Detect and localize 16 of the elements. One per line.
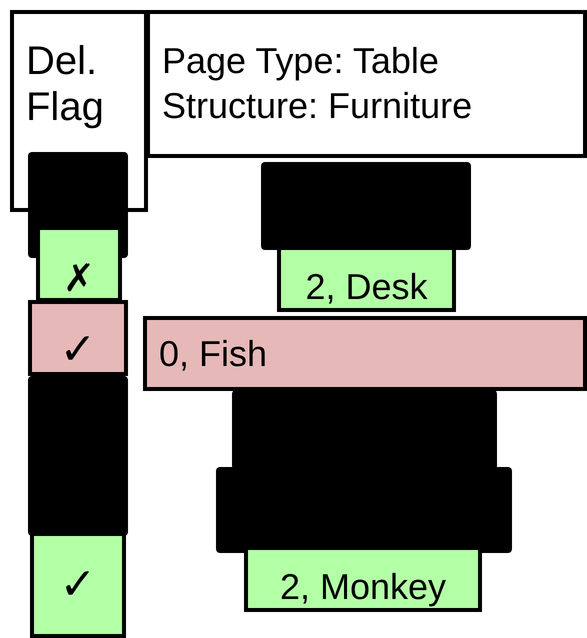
header-box [146,10,587,158]
check-mark: ✓ [60,563,96,607]
record-text: 2, Desk [305,264,428,308]
redaction-block [28,376,128,536]
cross-mark: ✗ [63,260,95,298]
redaction-block [232,390,497,470]
record-text: 2, Monkey [280,564,446,608]
record-text: 0, Fish [159,332,268,376]
flag-cell [28,300,128,376]
redaction-block [261,162,471,250]
column-heading: Del. Flag [26,38,105,130]
header-text: Page Type: Table [162,39,440,83]
header-text: Structure: Furniture [162,84,474,128]
redaction-block [216,467,512,553]
record-cell [143,316,587,391]
check-mark: ✓ [60,328,96,372]
